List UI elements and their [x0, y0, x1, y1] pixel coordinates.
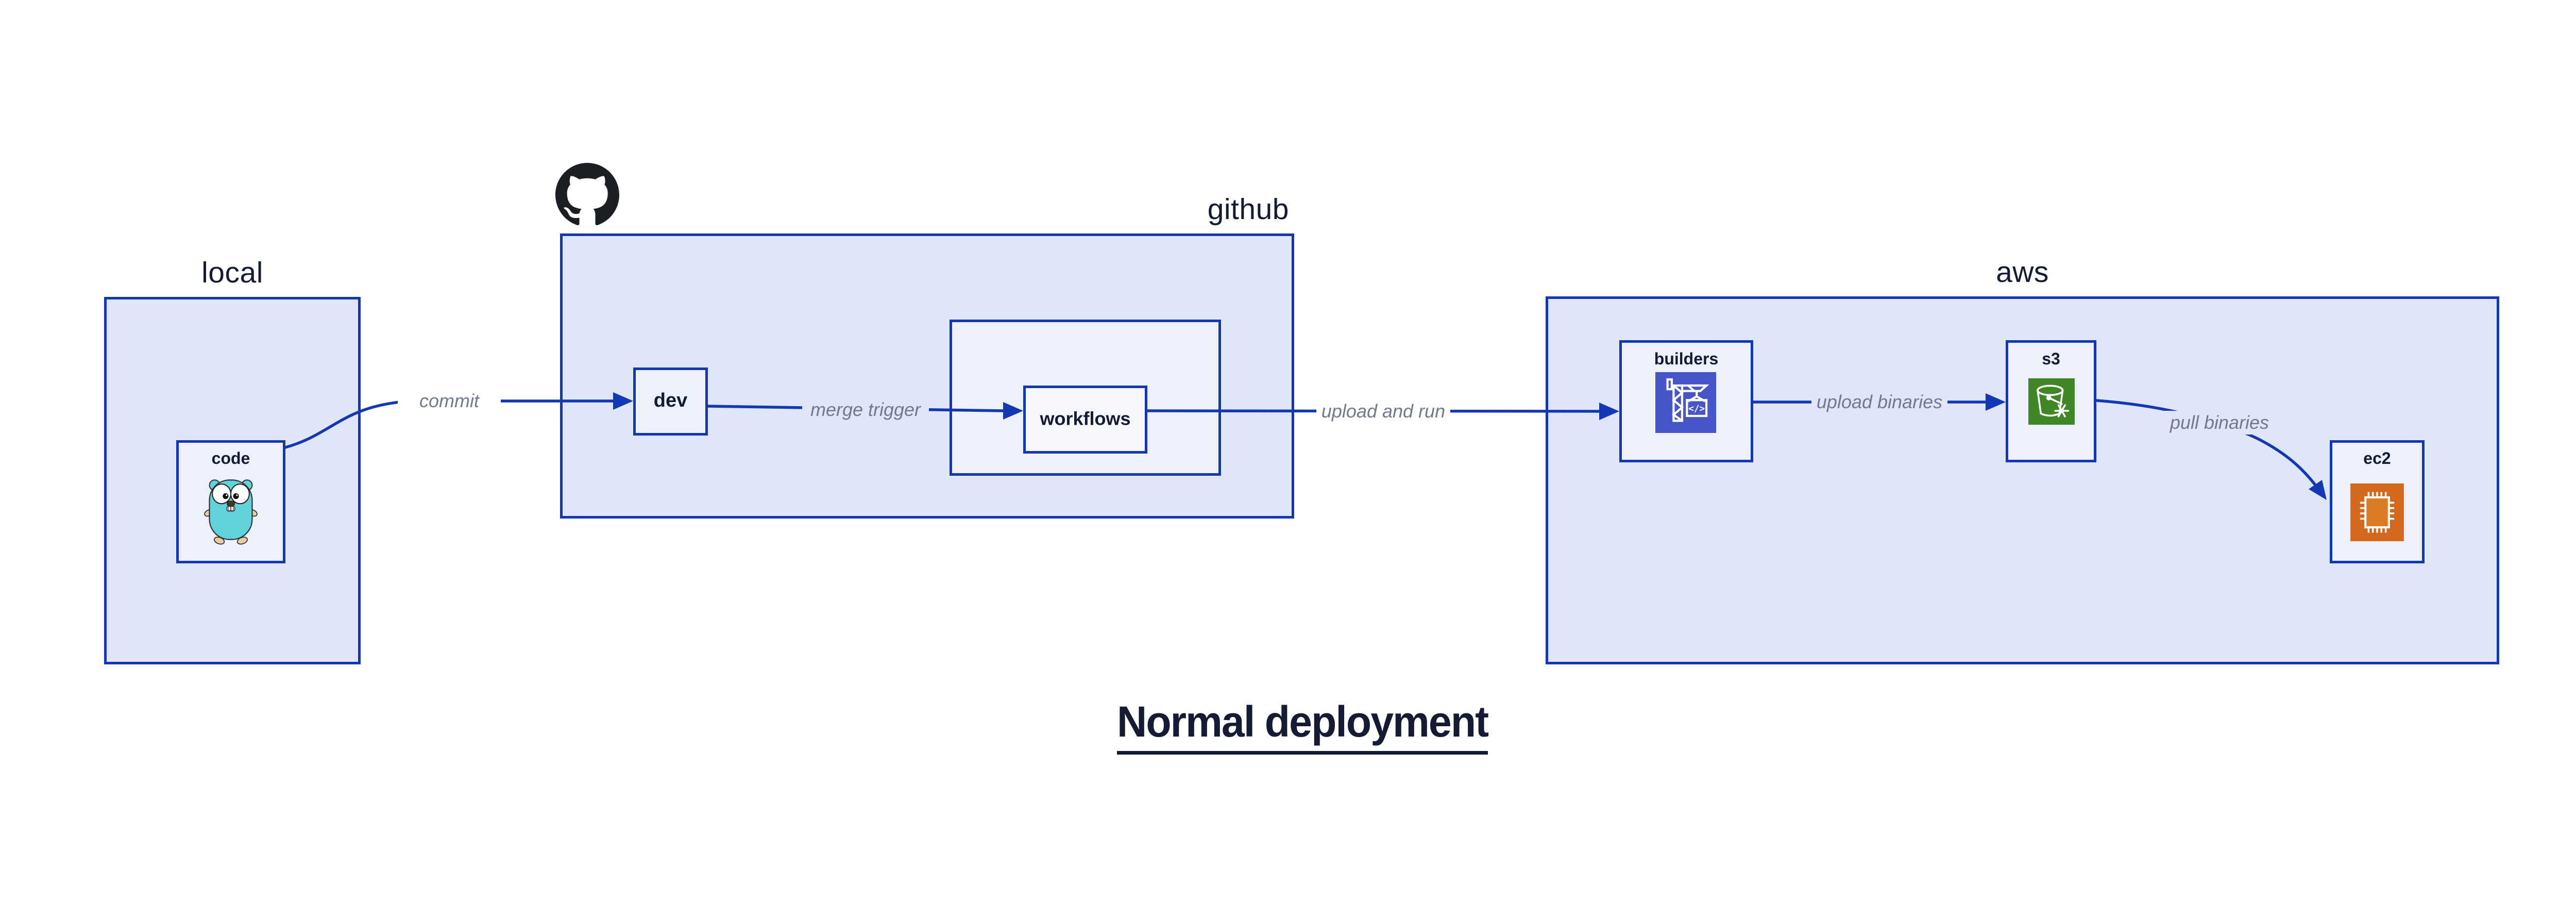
codebuild-crane-icon: </>: [1655, 372, 1716, 433]
diagram-title: Normal deployment: [1045, 697, 1560, 755]
github-group-label: github: [1207, 193, 1289, 226]
s3-glacier-bucket-icon: [2028, 378, 2075, 425]
code-node-label: code: [211, 449, 250, 467]
local-group-label: local: [201, 256, 263, 289]
workflows-node-label: workflows: [1040, 408, 1131, 429]
edge-merge-trigger-line: [706, 405, 1005, 412]
dev-node: dev: [633, 368, 708, 436]
github-octocat-icon: [555, 163, 619, 227]
edge-pull-binaries-line: [2095, 399, 2318, 489]
edge-upload-binaries-arrowhead: [1986, 393, 2006, 411]
edge-commit-line: [284, 399, 615, 449]
edge-merge-trigger-arrowhead: [1003, 402, 1023, 420]
ec2-node: ec2: [2330, 440, 2425, 563]
ec2-node-label: ec2: [2363, 449, 2391, 467]
diagram-title-text: Normal deployment: [1116, 697, 1489, 755]
svg-text:</>: </>: [1688, 404, 1705, 414]
workflows-node: workflows: [1023, 386, 1147, 454]
dev-node-label: dev: [653, 389, 688, 411]
s3-node-label: s3: [2042, 349, 2060, 368]
builders-node-label: builders: [1654, 349, 1719, 368]
ec2-chip-icon: [2350, 483, 2404, 541]
edge-pull-binaries-arrowhead: [2309, 480, 2327, 500]
go-gopher-icon: [202, 473, 260, 552]
edge-upload-and-run-arrowhead: [1599, 403, 1619, 420]
aws-group-label: aws: [1996, 256, 2049, 289]
edge-commit-arrowhead: [613, 392, 633, 410]
